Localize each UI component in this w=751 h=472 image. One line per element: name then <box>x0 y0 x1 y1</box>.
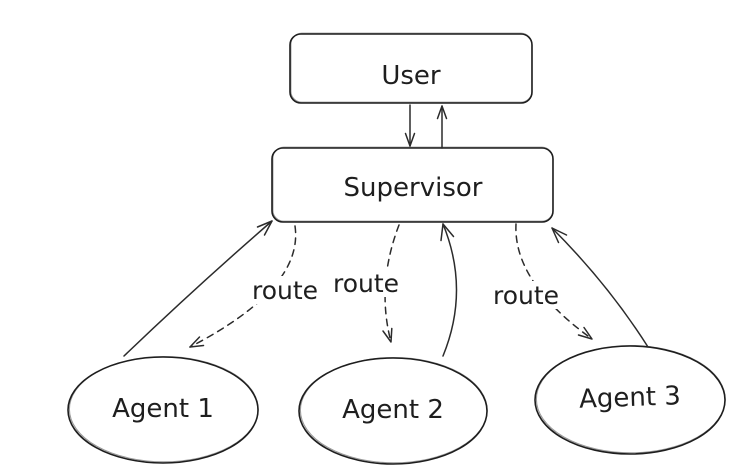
user-node <box>289 32 533 104</box>
agent-3-node <box>534 345 726 455</box>
supervisor-node-label: Supervisor <box>344 173 483 203</box>
edge-agent3-to-supervisor <box>551 227 649 348</box>
agent-1-node-label: Agent 1 <box>112 394 214 424</box>
edge-agent2-to-supervisor <box>440 223 458 357</box>
user-node-label: User <box>381 61 441 91</box>
svg-text:route: route <box>333 269 399 298</box>
edge-user-to-supervisor <box>404 104 416 147</box>
svg-text:route: route <box>493 281 559 310</box>
agent-2-node <box>298 357 488 465</box>
supervisor-node <box>271 146 554 223</box>
route-label-3: route <box>490 281 563 310</box>
agent-2-node-label: Agent 2 <box>342 395 444 425</box>
agent-3-node-label: Agent 3 <box>579 381 682 415</box>
edge-agent1-to-supervisor <box>123 220 273 357</box>
svg-text:route: route <box>252 276 318 305</box>
agent-1-node <box>67 356 259 464</box>
route-label-2: route <box>330 269 403 298</box>
edge-supervisor-to-user <box>436 105 448 149</box>
route-label-1: route <box>249 276 322 305</box>
